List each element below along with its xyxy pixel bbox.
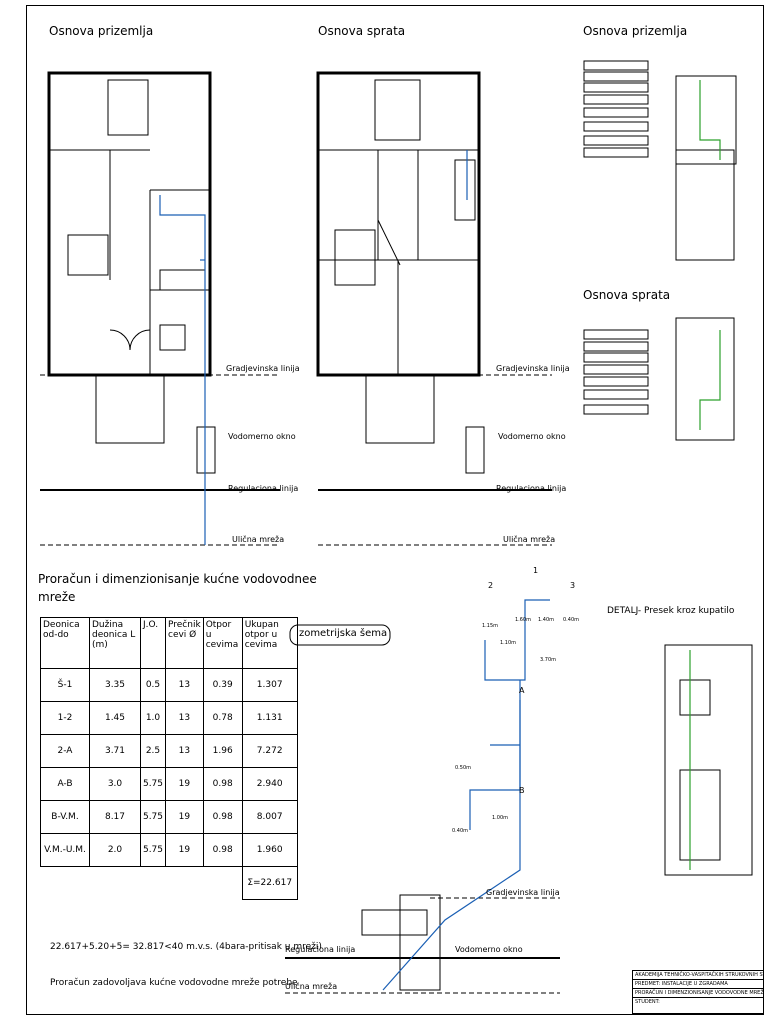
col-jo: J.O. xyxy=(140,617,166,669)
iso-point-1: 1 xyxy=(533,566,539,575)
calc-title-2: mreže xyxy=(38,590,76,604)
iso-title: Izometrijska šema xyxy=(296,628,388,639)
iso-dim-5: 1.10m xyxy=(500,640,517,646)
iso-dim-8: 1.00m xyxy=(492,815,509,821)
water-meter-label-2: Vodomerno okno xyxy=(498,432,566,441)
title-block: AKADEMIJA TEHNIČKO-VASPITAČKIH STRUKOVNI… xyxy=(632,970,764,1014)
callouts-upper xyxy=(583,329,649,415)
detail-title: DETALJ- Presek kroz kupatilo xyxy=(607,606,735,616)
regulation-line-label-2: Regulaciona linija xyxy=(496,484,567,493)
iso-dim-7: 0.50m xyxy=(455,765,472,771)
calc-conclusion: Proračun zadovoljava kućne vodovodne mre… xyxy=(50,978,298,988)
col-segment: Deonica od-do xyxy=(40,617,90,669)
title-block-line: STUDENT: xyxy=(635,999,660,1005)
iso-dim-4: 1.15m xyxy=(482,623,499,629)
water-meter-label-3: Vodomerno okno xyxy=(455,945,523,954)
iso-point-2: 2 xyxy=(488,581,494,590)
detail-ground-title: Osnova prizemlja xyxy=(583,24,688,38)
col-resistance: Otpor u cevima xyxy=(202,617,243,669)
calc-title-1: Proračun i dimenzionisanje kućne vodovod… xyxy=(38,572,317,586)
building-line-label-3: Gradjevinska linija xyxy=(486,888,560,897)
section-outline xyxy=(664,644,753,876)
building-line-label-2: Gradjevinska linija xyxy=(496,364,570,373)
iso-dim-1: 1.60m xyxy=(515,617,532,623)
title-block-line: PREDMET: INSTALACIJE U ZGRADAMA xyxy=(633,980,763,989)
ground-floor-title: Osnova prizemlja xyxy=(49,24,154,38)
building-line-label-1: Gradjevinska linija xyxy=(226,364,300,373)
calc-header-row: Deonica od-do Dužina deonica L (m) J.O. … xyxy=(40,617,298,669)
col-diameter: Prečnik cevi Ø xyxy=(165,617,204,669)
col-total-resistance: Ukupan otpor u cevima xyxy=(241,617,298,669)
iso-dim-2: 1.40m xyxy=(538,617,555,623)
total-value: Σ=22.617 xyxy=(241,866,298,900)
ground-floor-walls xyxy=(47,71,212,377)
title-block-line: PRORAČUN I DIMENZIONISANJE VODOVODNE MRE… xyxy=(633,990,763,998)
street-network-label-2: Ulična mreža xyxy=(503,535,556,544)
iso-dim-6: 3.70m xyxy=(540,657,557,663)
col-length: Dužina deonica L (m) xyxy=(89,617,141,669)
regulation-line-label-3: Regulaciona linija xyxy=(285,945,356,954)
calc-table: Deonica od-do Dužina deonica L (m) J.O. … xyxy=(40,617,298,900)
iso-point-3: 3 xyxy=(570,581,576,590)
total-row: Σ=22.617 xyxy=(41,866,298,900)
street-network-label-1: Ulična mreža xyxy=(232,535,285,544)
water-meter-label-1: Vodomerno okno xyxy=(228,432,296,441)
detail-upper-title: Osnova sprata xyxy=(583,288,671,302)
calc-formula: 22.617+5.20+5= 32.817<40 m.v.s. (4bara-p… xyxy=(50,942,322,952)
iso-dim-9: 0.40m xyxy=(452,828,469,834)
regulation-line-label-1: Regulaciona linija xyxy=(228,484,299,493)
title-block-line: AKADEMIJA TEHNIČKO-VASPITAČKIH STRUKOVNI… xyxy=(633,972,763,980)
water-pipes xyxy=(159,150,550,991)
iso-point-a: A xyxy=(519,686,525,695)
terrace xyxy=(95,374,165,444)
balcony xyxy=(365,374,435,444)
street-network-label-3: Ulična mreža xyxy=(285,982,338,991)
iso-point-b: B xyxy=(519,786,525,795)
callouts-ground xyxy=(583,60,649,158)
upper-floor-title: Osnova sprata xyxy=(318,24,406,38)
iso-dim-3: 0.40m xyxy=(563,617,580,623)
drawing-frame xyxy=(26,5,764,1015)
fixture-pipes xyxy=(689,80,721,870)
